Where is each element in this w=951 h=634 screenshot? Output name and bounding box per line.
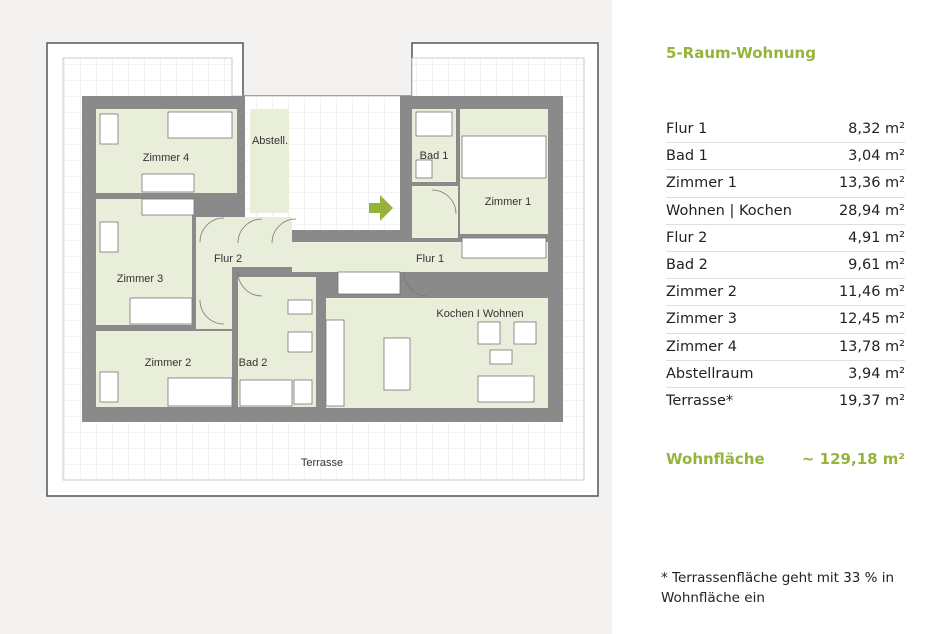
room-area: 11,46 m²: [838, 284, 905, 301]
table-row: Zimmer 4 13,78 m²: [666, 334, 905, 361]
room-area: 3,04 m²: [848, 148, 905, 165]
table-row: Flur 1 8,32 m²: [666, 116, 905, 144]
room-area: 13,78 m²: [838, 338, 905, 355]
room-name: Bad 2: [666, 256, 708, 273]
label-flur1: Flur 1: [416, 253, 444, 265]
entrance-arrow-icon: [369, 195, 393, 221]
room-area: 3,94 m²: [848, 365, 905, 382]
room-area: 4,91 m²: [848, 229, 905, 246]
room-name: Flur 2: [666, 229, 708, 246]
room-name: Zimmer 4: [666, 338, 737, 355]
room-name: Abstellraum: [666, 365, 754, 382]
label-abstell: Abstell.: [252, 135, 288, 147]
table-row: Wohnen | Kochen 28,94 m²: [666, 198, 905, 225]
room-name: Zimmer 1: [666, 175, 737, 192]
room-area: 13,36 m²: [838, 175, 905, 192]
total-label: Wohnfläche: [666, 450, 765, 468]
label-zimmer2: Zimmer 2: [145, 357, 191, 369]
label-bad1: Bad 1: [420, 150, 449, 162]
total-value: ~ 129,18 m²: [801, 450, 905, 468]
table-row: Bad 2 9,61 m²: [666, 252, 905, 280]
table-row: Abstellraum 3,94 m²: [666, 361, 905, 388]
room-area: 19,37 m²: [838, 392, 905, 409]
room-flur1: [412, 186, 458, 238]
info-panel: 5-Raum-Wohnung Flur 1 8,32 m² Bad 1 3,04 m…: [612, 0, 951, 634]
door-swings: [199, 189, 457, 325]
room-area: 28,94 m²: [838, 202, 905, 219]
table-row: Bad 1 3,04 m²: [666, 143, 905, 171]
furniture: [99, 111, 547, 407]
room-name: Bad 1: [666, 148, 708, 165]
label-zimmer4: Zimmer 4: [143, 152, 189, 164]
table-row: Flur 2 4,91 m²: [666, 225, 905, 252]
table-row: Zimmer 1 13,36 m²: [666, 170, 905, 198]
room-flur2: [196, 217, 292, 267]
room-name: Terrasse*: [666, 392, 734, 409]
floor-plan: Zimmer 4 Abstell. Bad 1 Zimmer 1 Flur 2 …: [46, 42, 599, 497]
footnote: * Terrassenfläche geht mit 33 % in Wohnf…: [661, 570, 895, 606]
room-area-table: Flur 1 8,32 m² Bad 1 3,04 m² Zimmer 1 13,36…: [666, 116, 905, 415]
room-area: 9,61 m²: [848, 256, 905, 273]
total-living-area: Wohnfläche ~ 129,18 m²: [666, 450, 905, 468]
table-row: Zimmer 2 11,46 m²: [666, 279, 905, 307]
room-flur2-lower: [196, 267, 232, 329]
label-zimmer3: Zimmer 3: [117, 273, 163, 285]
label-kochen: Kochen I Wohnen: [436, 308, 523, 320]
table-row: Terrasse* 19,37 m²: [666, 388, 905, 415]
room-area: 12,45 m²: [838, 311, 905, 328]
room-abstell: [250, 109, 289, 213]
apartment-title: 5-Raum-Wohnung: [666, 44, 816, 62]
floor-plan-panel: Zimmer 4 Abstell. Bad 1 Zimmer 1 Flur 2 …: [0, 0, 612, 634]
label-zimmer1: Zimmer 1: [485, 196, 531, 208]
room-name: Zimmer 2: [666, 284, 737, 301]
room-name: Flur 1: [666, 121, 708, 137]
table-row: Zimmer 3 12,45 m²: [666, 306, 905, 334]
room-name: Zimmer 3: [666, 311, 737, 328]
room-area: 8,32 m²: [848, 121, 905, 137]
label-terrasse: Terrasse: [301, 457, 343, 469]
label-bad2: Bad 2: [239, 357, 268, 369]
label-flur2: Flur 2: [214, 253, 242, 265]
room-name: Wohnen | Kochen: [666, 202, 792, 219]
